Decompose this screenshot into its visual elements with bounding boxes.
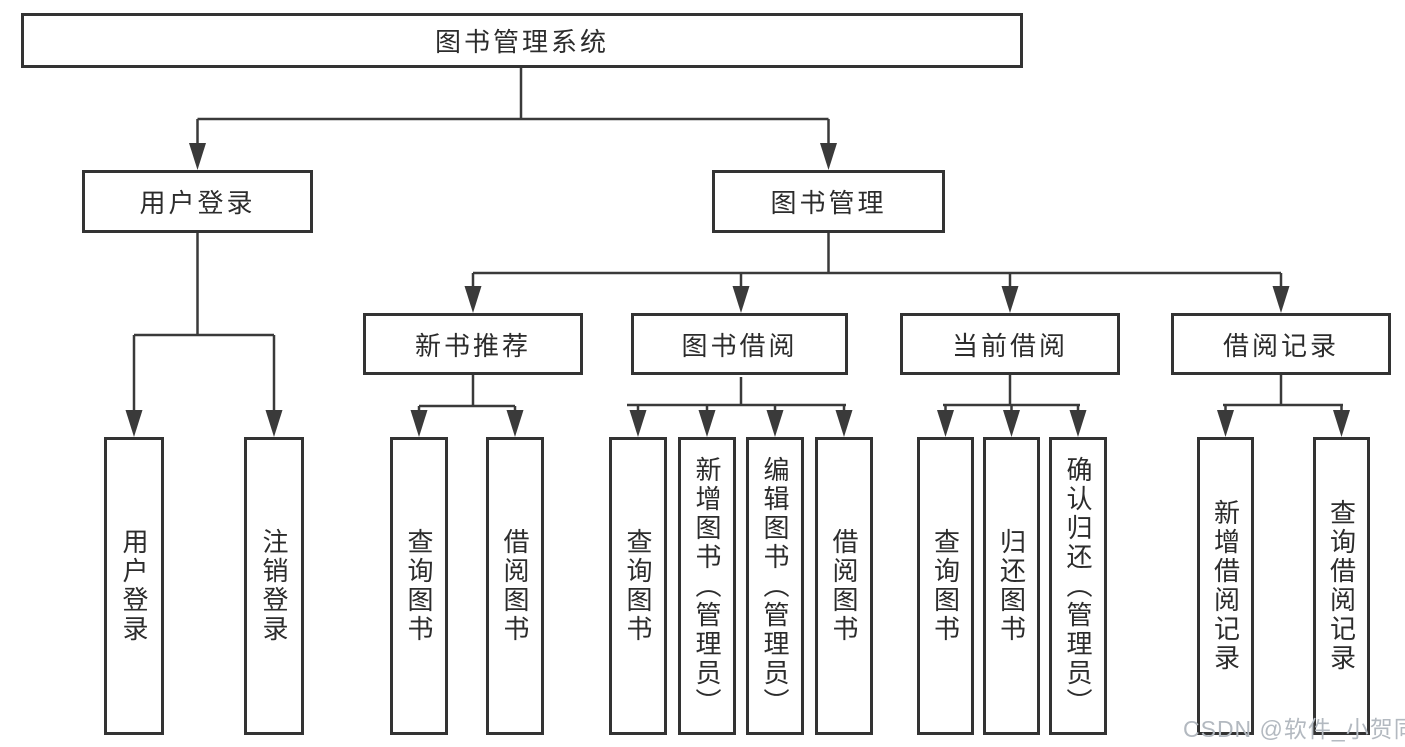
arrowhead-icon [835, 410, 853, 437]
arrowheads [125, 143, 1350, 437]
node-book-management: 图书管理 [712, 170, 945, 233]
arrowhead-icon [698, 410, 716, 437]
arrowhead-icon [1217, 410, 1234, 437]
leaf-edit-books-admin: 编辑图书（管理员） [746, 437, 804, 735]
leaf-borrow-books-recommend: 借阅图书 [486, 437, 544, 735]
arrowhead-icon [189, 143, 206, 170]
node-borrowing-records: 借阅记录 [1171, 313, 1391, 375]
leaf-add-borrow-record: 新增借阅记录 [1197, 437, 1254, 735]
node-user-login: 用户登录 [82, 170, 313, 233]
leaf-add-books-admin: 新增图书（管理员） [678, 437, 736, 735]
leaf-return-books: 归还图书 [983, 437, 1040, 735]
leaf-confirm-return-admin: 确认归还（管理员） [1049, 437, 1107, 735]
node-book-borrowing: 图书借阅 [631, 313, 848, 375]
arrowhead-icon [1069, 410, 1087, 437]
arrowhead-icon [766, 410, 784, 437]
arrowhead-icon [1001, 286, 1019, 313]
arrowhead-icon [820, 143, 837, 170]
arrowhead-icon [506, 410, 524, 437]
arrowhead-icon [1333, 410, 1350, 437]
arrowhead-icon [1272, 286, 1290, 313]
leaf-query-books-current: 查询图书 [917, 437, 974, 735]
leaf-user-login: 用户登录 [104, 437, 164, 735]
node-new-book-recommend: 新书推荐 [363, 313, 583, 375]
leaf-borrow-books: 借阅图书 [815, 437, 873, 735]
arrowhead-icon [464, 286, 482, 313]
leaf-query-books-borrow: 查询图书 [609, 437, 667, 735]
node-current-borrowing: 当前借阅 [900, 313, 1120, 375]
leaf-logout: 注销登录 [244, 437, 304, 735]
arrowhead-icon [125, 410, 143, 437]
csdn-watermark: CSDN @软件_小贺同学 [1183, 716, 1405, 742]
arrowhead-icon [732, 286, 750, 313]
arrowhead-icon [937, 410, 954, 437]
arrowhead-icon [629, 410, 647, 437]
node-library-management-system: 图书管理系统 [21, 13, 1023, 68]
leaf-query-books-recommend: 查询图书 [390, 437, 448, 735]
arrowhead-icon [410, 410, 428, 437]
arrowhead-icon [265, 410, 283, 437]
arrowhead-icon [1003, 410, 1020, 437]
leaf-query-borrow-record: 查询借阅记录 [1313, 437, 1370, 735]
